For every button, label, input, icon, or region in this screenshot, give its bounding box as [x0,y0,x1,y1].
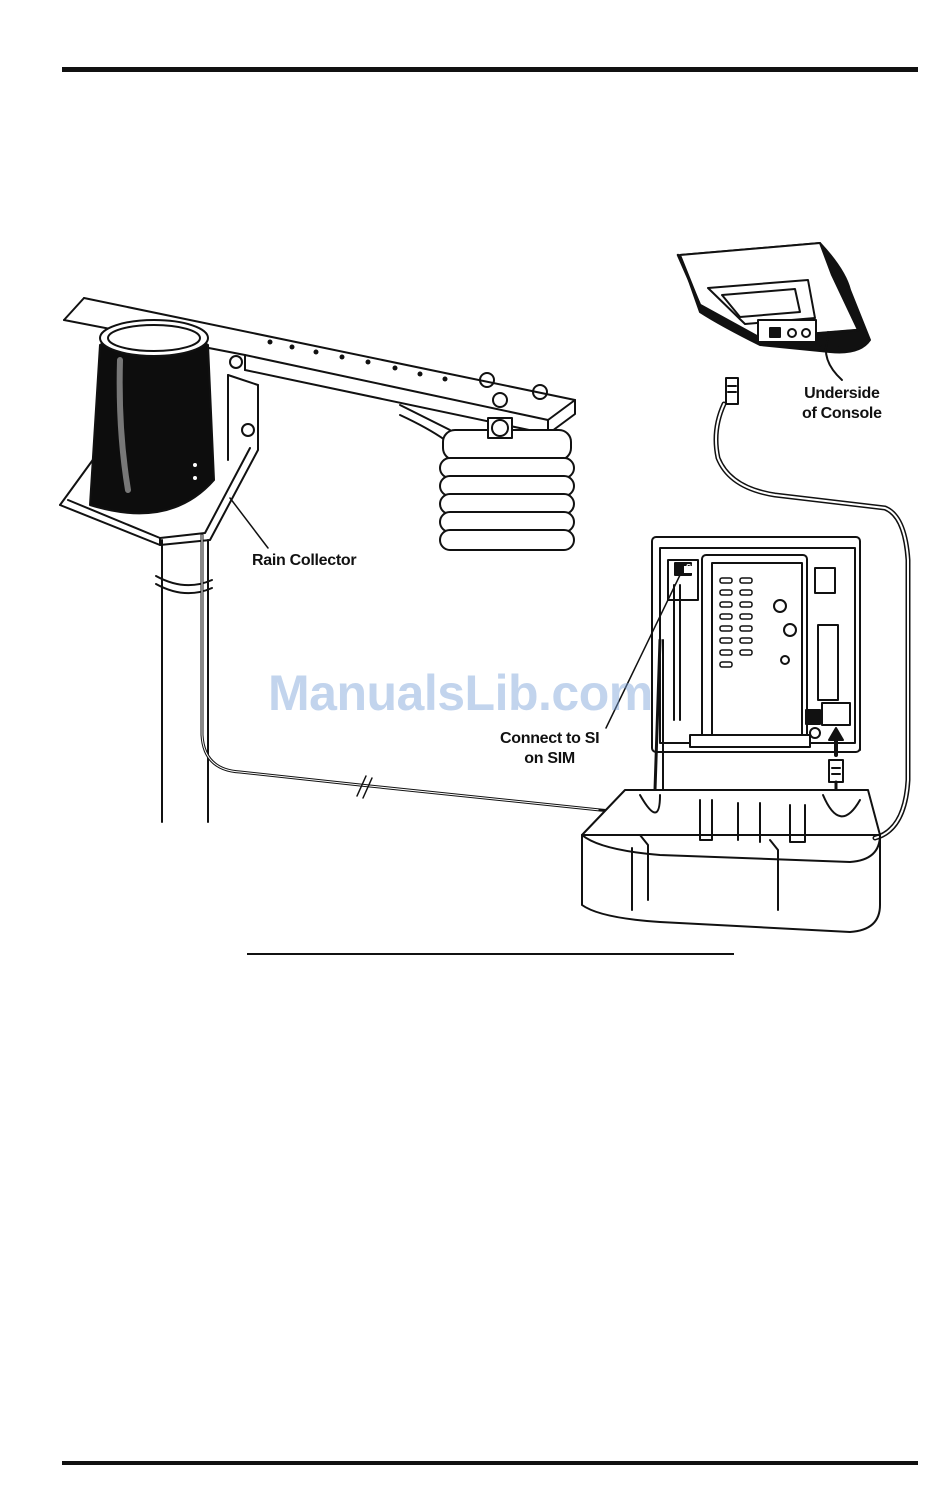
underside-label-line1: Underside [802,384,882,404]
mounting-pole [156,540,212,822]
connect-label-line2: on SIM [500,749,599,769]
underside-label-line2: of Console [802,404,882,424]
caption-rule [247,953,734,955]
watermark: ManualsLib.com [268,664,653,722]
enclosure-base [582,790,880,932]
si-port-tag: SI [686,563,694,572]
rain-collector-bucket [90,320,214,513]
console [678,243,870,353]
sim-board [652,537,860,752]
bottom-rule [62,1461,918,1465]
connect-label-line1: Connect to SI [500,729,599,749]
underside-of-console-label: Underside of Console [802,384,882,424]
connect-to-si-label: Connect to SI on SIM [500,729,599,769]
rain-collector-label: Rain Collector [252,551,356,571]
